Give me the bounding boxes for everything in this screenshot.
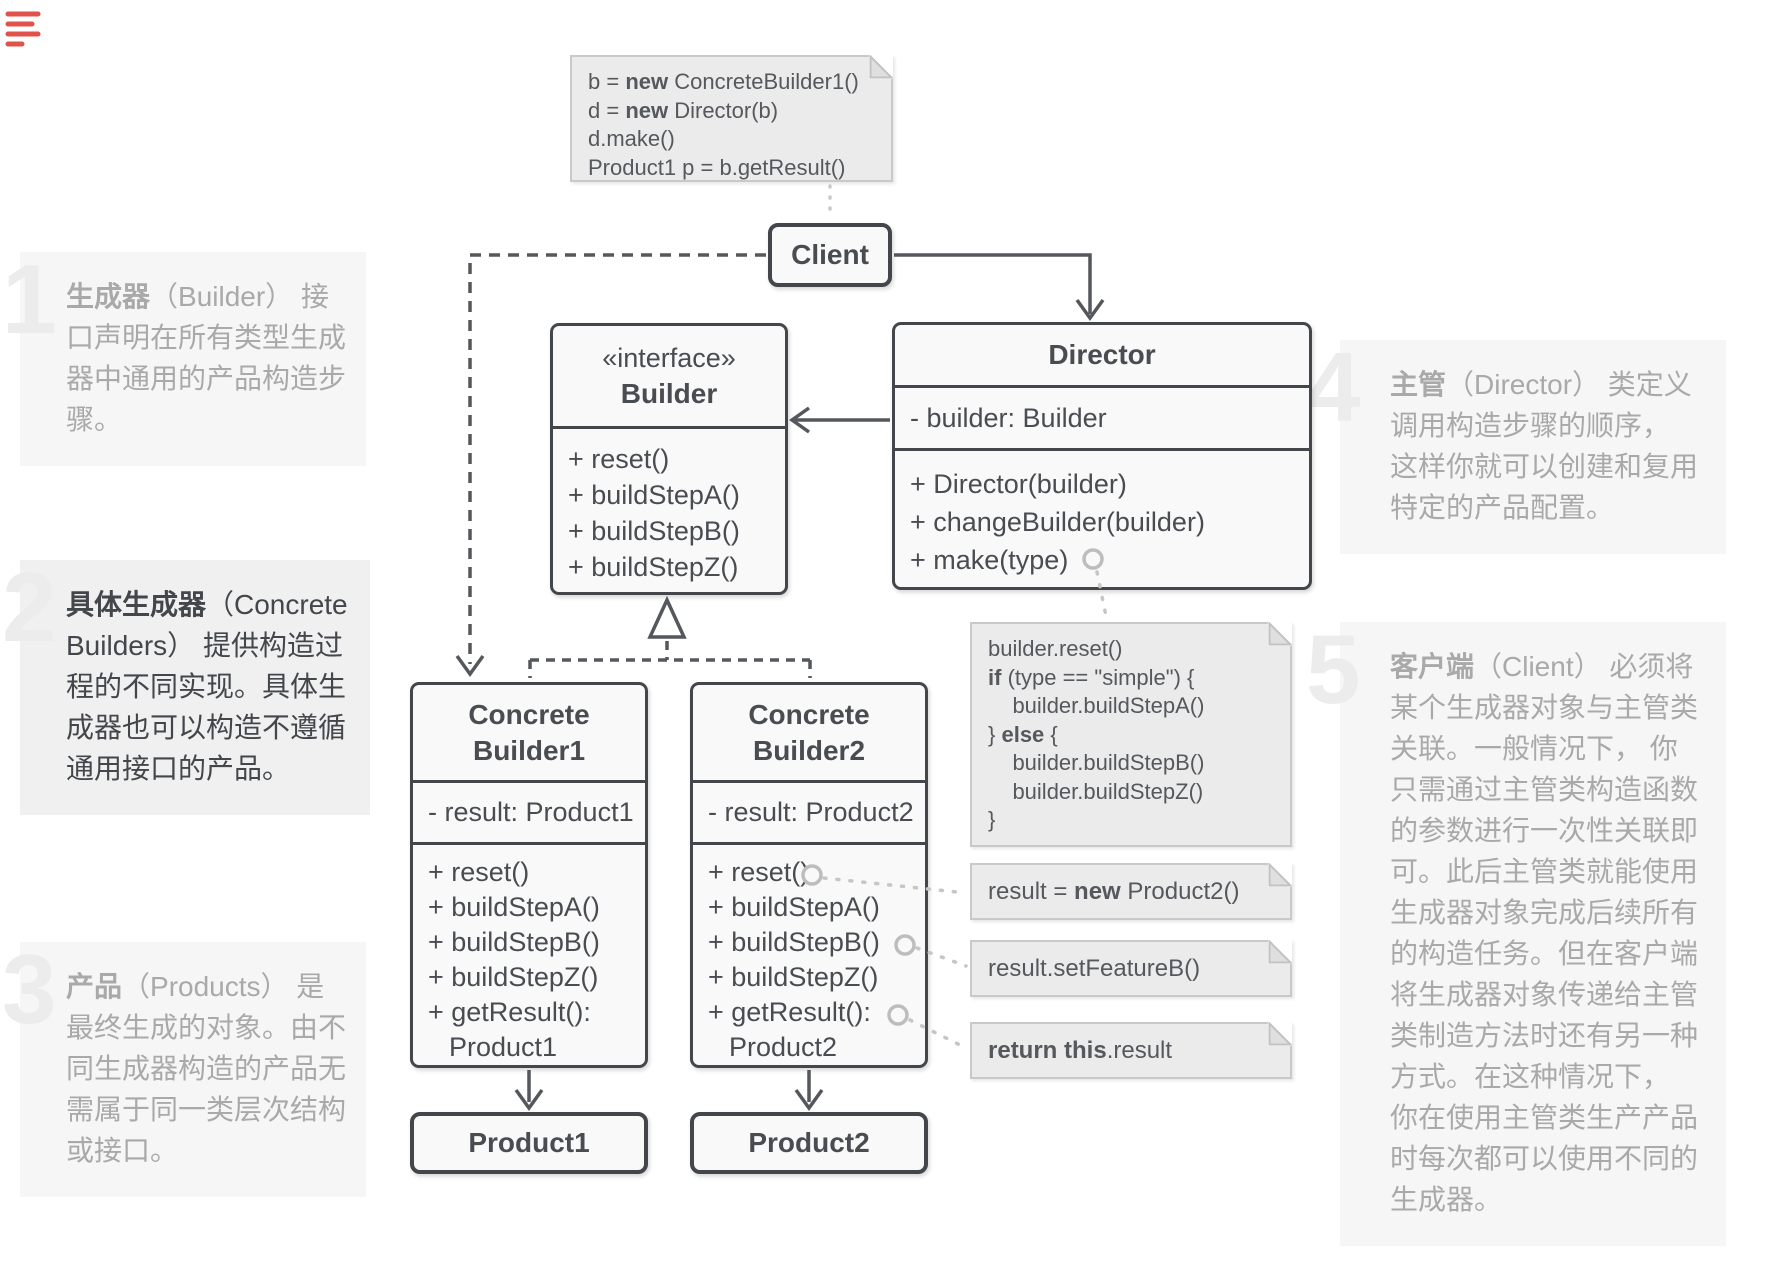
client-director-arrow [894,253,1105,321]
method-getresult: + getResult(): [708,997,871,1027]
director-title: Director [1048,339,1156,370]
method-buildstepb: + buildStepB() [428,927,600,957]
annotation-5-number: 5 [1306,614,1361,724]
annotation-3-term: 产品 [66,971,123,1002]
method-buildstepz: + buildStepZ() [428,962,599,992]
code-line: if (type == "simple") { [988,664,1195,690]
product1-label: Product1 [468,1127,590,1158]
annotation-4-text: （Director） 类定义调用构造步骤的顺序， 这样你就可以创建和复用特定的产… [1390,369,1699,523]
client-label: Client [791,239,869,270]
code-line: d = new Director(b) [588,97,779,123]
note-fold-icon [1268,622,1292,646]
annotation-1: 生成器（Builder） 接口声明在所有类型生成器中通用的产品构造步骤。 [20,252,366,466]
method-reset: + reset() [708,857,810,887]
method-reset: + reset() [428,857,530,887]
code-line: } [988,807,996,832]
builder-header: «interface» Builder [553,326,785,426]
make-pseudocode-note: builder.reset() if (type == "simple") { … [970,622,1292,847]
method-buildstepb: + buildStepB() [708,927,880,957]
method-buildstepa: + buildStepA() [568,480,740,510]
code-line: builder.buildStepZ() [988,778,1204,804]
cb1-attribute: - result: Product1 [413,780,645,842]
annotation-5-text: （Client） 必须将某个生成器对象与主管类关联。一般情况下， 你只需通过主管… [1390,651,1699,1215]
note-fold-icon [1268,940,1292,964]
annotation-5-term: 客户端 [1390,651,1475,682]
menu-icon[interactable] [4,6,44,50]
note-set-feature: result.setFeatureB() [970,940,1292,997]
cb2-attribute: - result: Product2 [693,780,925,842]
class-product2: Product2 [690,1112,928,1174]
annotation-3-text: （Products） 是最终生成的对象。由不同生成器构造的产品无需属于同一类层次… [66,971,347,1166]
note-fold-icon [1268,863,1292,887]
class-client: Client [768,223,892,287]
method-buildstepz: + buildStepZ() [708,962,879,992]
annotation-4-number: 4 [1306,332,1361,442]
method-getresult-type: Product2 [729,1032,838,1062]
cb1-methods: + reset() + buildStepA() + buildStepB() … [413,842,645,1065]
method-buildstepb: + buildStepB() [568,516,740,546]
code-line: builder.reset() [988,636,1123,661]
method-changebuilder: + changeBuilder(builder) [910,507,1205,537]
method-buildstepa: + buildStepA() [428,892,600,922]
class-concrete-builder1: Concrete Builder1 - result: Product1 + r… [410,682,648,1068]
code-line: builder.buildStepB() [988,750,1205,775]
class-director: Director - builder: Builder + Director(b… [892,322,1312,590]
note-new-product: result = new Product2() [970,863,1292,920]
method-make: + make(type) [910,545,1069,575]
method-buildstepz: + buildStepZ() [568,552,739,582]
note-fold-icon [1268,1022,1292,1046]
method-reset: + reset() [568,444,670,474]
director-builder-arrow [788,406,890,434]
annotation-4: 主管（Director） 类定义调用构造步骤的顺序， 这样你就可以创建和复用特定… [1340,340,1726,554]
annotation-2: 具体生成器（Concrete Builders） 提供构造过程的不同实现。具体生… [20,560,370,815]
annotation-5: 客户端（Client） 必须将某个生成器对象与主管类关联。一般情况下， 你只需通… [1340,622,1726,1246]
director-attribute: - builder: Builder [895,385,1309,448]
annotation-3-number: 3 [2,934,57,1044]
annotation-1-term: 生成器 [66,281,151,312]
note-return-result: return this.result [970,1022,1292,1079]
annotation-2-number: 2 [2,552,57,662]
method-buildstepa: + buildStepA() [708,892,880,922]
builder-title: Builder [620,378,718,409]
annotation-1-text: （Builder） 接口声明在所有类型生成器中通用的产品构造步骤。 [66,281,347,435]
client-pseudocode-note: b = new ConcreteBuilder1() d = new Direc… [570,55,893,182]
director-methods: + Director(builder) + changeBuilder(buil… [895,448,1309,587]
method-getresult: + getResult(): [428,997,591,1027]
code-line: d.make() [588,126,675,151]
cb2-methods: + reset() + buildStepA() + buildStepB() … [693,842,925,1065]
class-concrete-builder2: Concrete Builder2 - result: Product2 + r… [690,682,928,1068]
code-line: builder.buildStepA() [988,693,1205,718]
method-director-constructor: + Director(builder) [910,469,1127,499]
cb2-product2-arrow [794,1070,824,1111]
note-fold-icon [869,55,893,79]
code-line: Product1 p = b.getResult() [588,154,846,180]
code-line: } else { [988,721,1058,747]
cb2-title: Concrete Builder2 [748,698,870,766]
annotation-2-term: 具体生成器 [66,589,207,620]
annotation-1-number: 1 [2,244,57,354]
builder-methods: + reset() + buildStepA() + buildStepB() … [553,426,785,592]
code-line: result = new Product2() [988,877,1240,905]
product2-label: Product2 [748,1127,870,1158]
interface-builder: «interface» Builder + reset() + buildSte… [550,323,788,595]
builder-realization [528,595,812,678]
annotation-2-text: （Concrete Builders） 提供构造过程的不同实现。具体生成器也可以… [66,589,348,784]
class-product1: Product1 [410,1112,648,1174]
code-line: result.setFeatureB() [988,954,1201,982]
code-line: b = new ConcreteBuilder1() [588,69,859,94]
method-getresult-type: Product1 [449,1032,558,1062]
cb1-title: Concrete Builder1 [468,698,590,766]
annotation-3: 产品（Products） 是最终生成的对象。由不同生成器构造的产品无需属于同一类… [20,942,366,1197]
annotation-4-term: 主管 [1390,369,1447,400]
builder-stereotype: «interface» [602,343,736,373]
cb1-product1-arrow [514,1070,544,1111]
code-line: return this.result [988,1036,1173,1064]
